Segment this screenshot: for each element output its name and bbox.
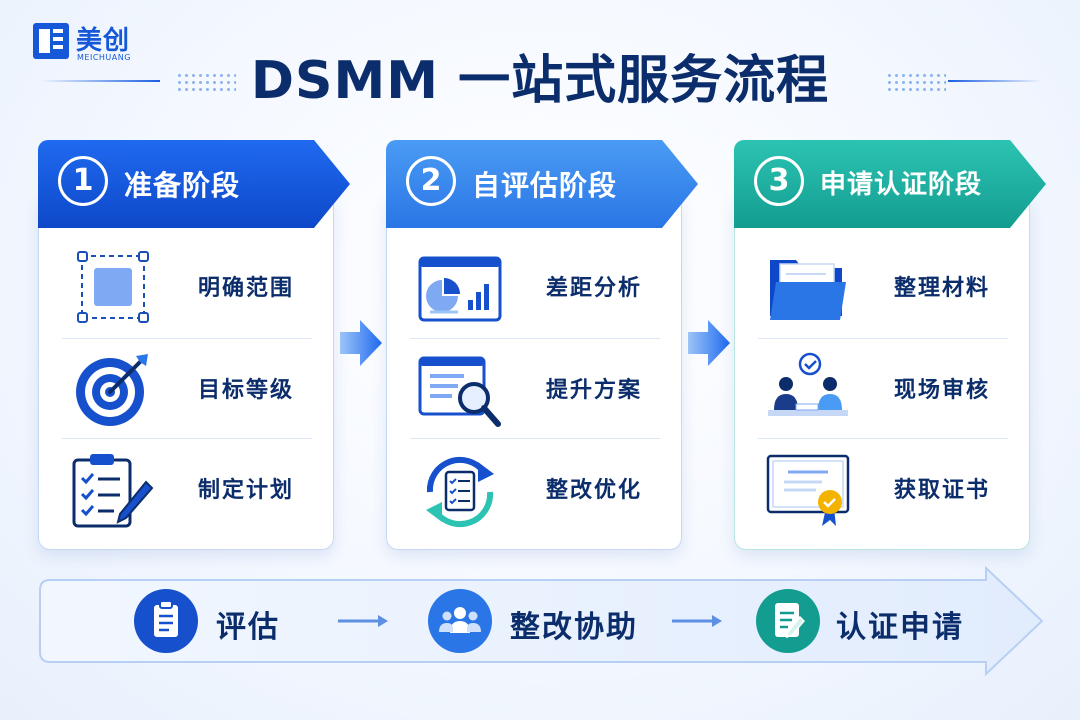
flow-step-label: 认证申请 (836, 610, 964, 645)
stage-item-label: 整理材料 (894, 276, 991, 301)
target-icon (76, 354, 148, 426)
flow-arrow-icon (338, 615, 388, 627)
divider (410, 338, 660, 339)
stage-item-rectify-optimize: 整改优化 (410, 438, 660, 538)
stage-header-3: 3 申请认证阶段 (734, 140, 1046, 228)
stage-title: 准备阶段 (124, 169, 241, 202)
stage-item-make-plan: 制定计划 (62, 438, 312, 538)
page-title: DSMM 一站式服务流程 (250, 51, 830, 111)
stage-title: 自评估阶段 (472, 169, 618, 202)
flow-step-rectification-icon (428, 589, 492, 653)
stage-arrow-icon (688, 320, 730, 366)
flow-arrow-icon (672, 615, 722, 627)
brand-logo: 美创 MEICHUANG (32, 20, 162, 70)
flow-step-certification-icon (756, 589, 820, 653)
scope-selection-icon (77, 251, 149, 323)
stage-item-organize-materials: 整理材料 (758, 236, 1008, 336)
meeting-audit-icon (768, 352, 848, 416)
divider (62, 338, 312, 339)
stage-card-1: 1 准备阶段 明确范围 目标等级 (38, 140, 350, 550)
stage-item-label: 制定计划 (198, 478, 295, 503)
stage-item-label: 现场审核 (894, 378, 991, 403)
clipboard-plan-icon (72, 454, 154, 528)
stage-item-label: 差距分析 (546, 276, 643, 301)
document-edit-icon (775, 603, 806, 639)
stage-card-3: 3 申请认证阶段 整理材料 现场审核 (734, 140, 1046, 550)
team-icon (439, 607, 481, 633)
divider (410, 438, 660, 439)
stage-number: 1 (58, 156, 108, 206)
stage-item-label: 提升方案 (546, 378, 643, 403)
brand-name-en: MEICHUANG (77, 53, 131, 62)
stage-item-gap-analysis: 差距分析 (410, 236, 660, 336)
folder-icon (770, 260, 846, 320)
stage-item-scope: 明确范围 (62, 236, 312, 336)
stage-arrow-icon (340, 320, 382, 366)
chart-dashboard-icon (418, 256, 502, 322)
stage-item-onsite-audit: 现场审核 (758, 338, 1008, 438)
brand-name-cn: 美创 (76, 26, 131, 56)
refresh-checklist-icon (426, 456, 494, 528)
stage-item-label: 目标等级 (198, 378, 295, 403)
title-decoration-left-line (40, 80, 160, 82)
stage-card-2: 2 自评估阶段 差距分析 提升方案 (386, 140, 698, 550)
stage-item-label: 整改优化 (546, 478, 643, 503)
title-decoration-right-dots (886, 72, 946, 92)
clipboard-icon (154, 600, 178, 637)
flow-step-label: 整改协助 (510, 610, 638, 645)
divider (758, 338, 1008, 339)
stage-item-obtain-certificate: 获取证书 (758, 438, 1008, 538)
title-decoration-right-line (948, 80, 1042, 82)
stage-number: 3 (754, 156, 804, 206)
document-search-icon (418, 356, 501, 427)
stage-item-label: 明确范围 (198, 276, 295, 301)
stage-item-improvement-plan: 提升方案 (410, 338, 660, 438)
brand-logo-icon (33, 23, 69, 59)
stage-number: 2 (406, 156, 456, 206)
stage-item-label: 获取证书 (894, 478, 991, 503)
certificate-icon (766, 454, 850, 526)
stage-item-target-level: 目标等级 (62, 338, 312, 438)
stage-header-2: 2 自评估阶段 (386, 140, 698, 228)
flow-step-assess-icon (134, 589, 198, 653)
title-decoration-left-dots (176, 72, 236, 92)
stage-header-1: 1 准备阶段 (38, 140, 350, 228)
flow-step-label: 评估 (216, 610, 280, 645)
divider (62, 438, 312, 439)
divider (758, 438, 1008, 439)
stage-title: 申请认证阶段 (820, 170, 983, 200)
